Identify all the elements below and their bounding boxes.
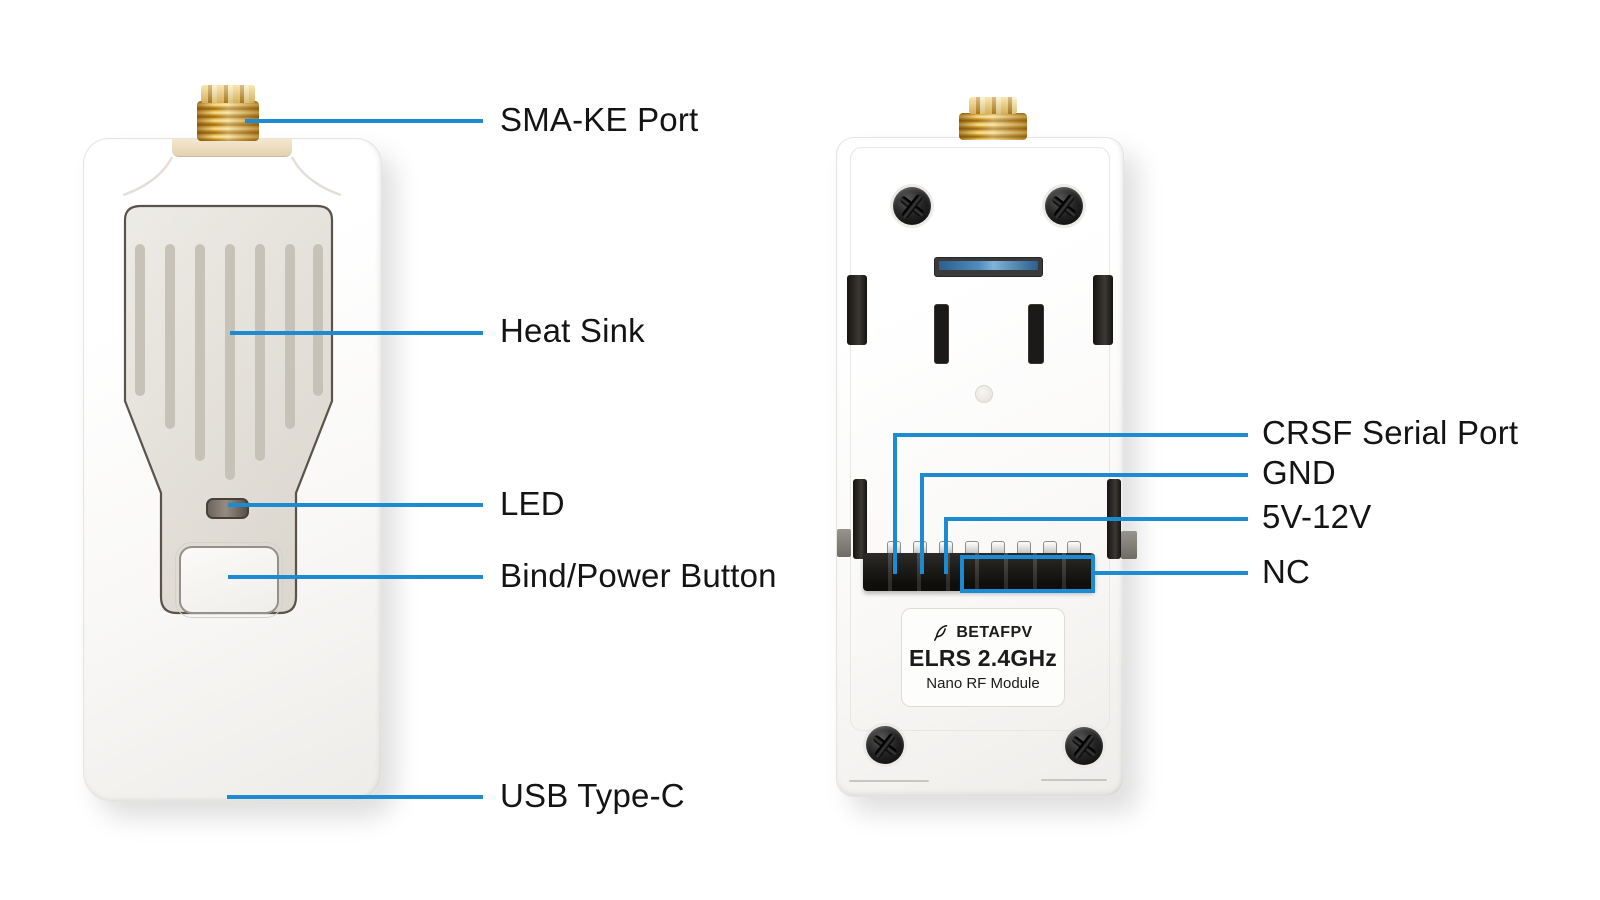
antenna-collar [172, 139, 292, 157]
vent-slot-left [934, 304, 949, 364]
screw-bottom-left [866, 726, 904, 764]
status-led [206, 498, 249, 519]
label-sma-ke-port: SMA-KE Port [500, 101, 699, 139]
betafpv-feather-icon [934, 624, 948, 641]
bottom-seam-right [1041, 779, 1107, 781]
screw-top-left [893, 187, 931, 225]
screw-top-right [1045, 187, 1083, 225]
name-plate: BETAFPV ELRS 2.4GHz Nano RF Module [901, 608, 1065, 707]
pcb-edge [939, 261, 1038, 270]
rail-slot-upper-right [1093, 275, 1113, 345]
label-nc: NC [1262, 553, 1311, 591]
label-led: LED [500, 485, 565, 523]
sma-connector-threads-back [959, 113, 1027, 140]
sma-connector-cap [201, 85, 255, 103]
type-text: Nano RF Module [926, 674, 1040, 692]
screw-bottom-right [1065, 727, 1103, 765]
brand-text: BETAFPV [956, 623, 1033, 641]
rail-slot-lower-left [853, 479, 867, 559]
brand-row: BETAFPV [933, 624, 1032, 642]
rail-slot-upper-left [847, 275, 867, 345]
case-dimple [975, 385, 993, 403]
rail-tab-right [1121, 531, 1137, 559]
rail-tab-left [837, 529, 851, 557]
heat-sink-graphic [122, 156, 342, 615]
label-usb-type-c: USB Type-C [500, 777, 685, 815]
module-back-view: BETAFPV ELRS 2.4GHz Nano RF Module [836, 97, 1137, 797]
sma-connector-cap-back [969, 97, 1017, 114]
shoulder-seam-left [122, 156, 174, 197]
label-crsf-serial-port: CRSF Serial Port [1262, 414, 1519, 452]
crsf-pin-header [863, 553, 1095, 591]
sma-connector-threads [197, 101, 259, 141]
bind-power-button [175, 542, 283, 618]
module-front-view [83, 85, 382, 802]
label-5v-12v: 5V-12V [1262, 498, 1372, 536]
label-gnd: GND [1262, 454, 1336, 492]
vent-slot-right [1028, 304, 1044, 364]
rail-slot-lower-right [1107, 479, 1121, 559]
label-heat-sink: Heat Sink [500, 312, 645, 350]
heat-sink-ridges [135, 244, 323, 480]
bottom-seam-left [849, 780, 929, 782]
label-bind-power-button: Bind/Power Button [500, 557, 777, 595]
model-text: ELRS 2.4GHz [909, 644, 1057, 671]
pcb-window-slot [934, 257, 1043, 277]
shoulder-seam-right [290, 156, 342, 197]
